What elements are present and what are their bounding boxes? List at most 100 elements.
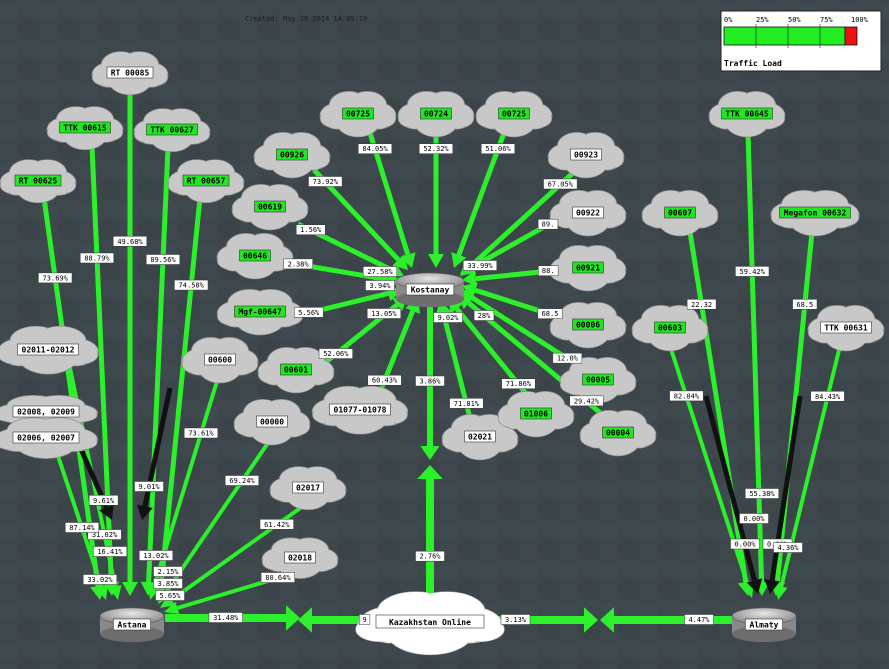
traffic-load-legend: 0% 25% 50% 75% 100% Traffic Load — [720, 10, 882, 72]
link-value: 0.00% — [734, 541, 756, 549]
cloud-n00922[interactable]: 00922 — [549, 190, 627, 237]
link-value: 13.02% — [143, 552, 169, 560]
link-kost_down[interactable] — [420, 303, 440, 460]
link-label-kin2: 9.02% — [433, 312, 463, 323]
link-value: 9.61% — [93, 497, 115, 505]
link-value: 69.24% — [229, 477, 255, 485]
cloud-n00601[interactable]: 00601 — [257, 347, 335, 394]
link-label-k921: 88. — [538, 265, 559, 276]
cloud-label: Kazakhstan Online — [389, 617, 471, 627]
link-value: 3.13% — [505, 616, 527, 624]
link-value: 87.14% — [69, 524, 95, 532]
link-kz_up[interactable] — [417, 465, 443, 596]
cloud-n00921[interactable]: 00921 — [549, 245, 627, 292]
cloud-label: 01006 — [524, 410, 548, 419]
cloud-ttk-00631[interactable]: TTK 00631 — [807, 305, 885, 352]
cloud-kazakhstan-online[interactable]: Kazakhstan Online — [355, 591, 505, 656]
link-value: 13.05% — [371, 310, 397, 318]
cloud-n00006[interactable]: 00006 — [549, 302, 627, 349]
cloud-n00646[interactable]: 00646 — [216, 233, 294, 280]
link-label-c607: 22.32 — [686, 299, 717, 310]
link-value: 3.86% — [419, 378, 441, 386]
cloud-rt-00625[interactable]: RT 00625 — [0, 159, 77, 204]
cloud-label: 00921 — [576, 264, 600, 273]
link-value: 27.58% — [367, 268, 393, 276]
cloud-label: 00600 — [208, 356, 232, 365]
link-label-k724: 52.32% — [418, 143, 454, 154]
link-label-kin1: 13.05% — [366, 308, 402, 319]
link-label-ttk615: 88.79% — [79, 252, 115, 264]
link-label-ttk645: 59.42% — [735, 266, 770, 277]
cloud-n02017[interactable]: 02017 — [269, 466, 347, 511]
cloud-rt-00085[interactable]: RT 00085 — [91, 51, 169, 96]
cloud-n00926[interactable]: 00926 — [253, 132, 331, 179]
router-kostanay[interactable]: Kostanay — [395, 272, 465, 308]
cloud-n00619[interactable]: 00619 — [231, 184, 309, 231]
cloud-n00004[interactable]: 00004 — [579, 410, 657, 457]
link-value: 74.58% — [179, 282, 205, 290]
cloud-label: 02017 — [296, 484, 320, 493]
link-label-k923: 67.05% — [543, 178, 578, 190]
cloud-label: 00923 — [574, 151, 598, 160]
link-value: 9.01% — [138, 483, 160, 491]
cloud-n00005[interactable]: 00005 — [559, 357, 637, 404]
cloud-label: TTK 00645 — [725, 110, 769, 119]
link-c02006a[interactable] — [56, 455, 108, 600]
cloud-ttk-00627[interactable]: TTK 00627 — [133, 108, 211, 153]
cloud-n00600[interactable]: 00600 — [181, 337, 259, 384]
cloud-ttk-00615[interactable]: TTK 00615 — [46, 106, 124, 151]
link-label-kz_up: 2.76% — [415, 550, 445, 562]
link-value: 89.56% — [150, 256, 176, 264]
cloud-ttk-00645[interactable]: TTK 00645 — [708, 91, 786, 138]
link-value: 2.15% — [157, 568, 179, 576]
link-value: 0.00% — [743, 515, 765, 523]
cloud-n00603[interactable]: 00603 — [631, 305, 709, 352]
cloud-n02021[interactable]: 02021 — [441, 414, 519, 461]
cloud-label: 00725 — [346, 110, 370, 119]
link-label-k01077: 60.43% — [367, 374, 402, 386]
cloud-label: 00607 — [668, 209, 692, 218]
link-label-kz_right: 3.13% — [500, 614, 531, 625]
link-rt85[interactable] — [122, 90, 138, 596]
link-value: 71.86% — [506, 380, 532, 388]
cloud-n02006-02007[interactable]: 02006, 02007 — [0, 417, 98, 459]
link-label-c2017: 61.42% — [259, 519, 294, 530]
cloud-n00923[interactable]: 00923 — [547, 132, 625, 179]
link-value: 73.61% — [188, 430, 214, 438]
link-value: 51.06% — [485, 145, 511, 153]
cloud-n01006[interactable]: 01006 — [497, 391, 575, 438]
cloud-n00725b[interactable]: 00725 — [475, 91, 553, 138]
legend-tick-25: 25% — [756, 16, 769, 24]
link-value: 67.05% — [548, 180, 574, 188]
cloud-n00725a[interactable]: 00725 — [319, 91, 397, 138]
cloud-rt-00657[interactable]: RT 00657 — [167, 159, 245, 204]
cloud-megafon-00632[interactable]: Megafon 00632 — [770, 190, 860, 237]
cloud-label: 02008, 02009 — [17, 408, 75, 417]
router-astana[interactable]: Astana — [99, 607, 165, 643]
link-alm1[interactable] — [703, 395, 763, 594]
link-label-k005: 12.0% — [552, 352, 583, 364]
cloud-n00607[interactable]: 00607 — [641, 190, 719, 237]
link-label-c600: 73.61% — [183, 427, 219, 439]
link-label-alm4: 0.00% — [739, 513, 769, 524]
cloud-n02011-02012[interactable]: 02011-02012 — [0, 325, 99, 375]
link-label-mega632: 68.5 — [792, 299, 818, 310]
link-label-k004: 29.42% — [569, 395, 604, 407]
router-almaty[interactable]: Almaty — [731, 607, 797, 643]
link-label-c0000: 69.24% — [224, 475, 260, 486]
cloud-n00724[interactable]: 00724 — [397, 91, 475, 138]
cloud-n00000[interactable]: 00000 — [233, 399, 311, 446]
link-value: 4.47% — [688, 616, 710, 624]
link-label-ast_k1: 27.58% — [362, 266, 398, 277]
link-label-k725a: 84.05% — [357, 143, 393, 154]
cloud-label: Megafon 00632 — [784, 209, 847, 218]
cloud-n01077-01078[interactable]: 01077-01078 — [311, 385, 409, 435]
link-value: 68.5 — [796, 301, 813, 309]
cloud-label: 00004 — [606, 429, 630, 438]
cloud-mgf-00647[interactable]: Mgf-00647 — [216, 289, 304, 336]
link-label-c02011: 31.02% — [87, 529, 122, 540]
link-label-rt657: 74.58% — [174, 279, 209, 291]
cloud-n02018[interactable]: 02018 — [261, 537, 339, 579]
link-label-kz_left: 9 — [359, 614, 371, 625]
cloud-label: 00725 — [502, 110, 526, 119]
